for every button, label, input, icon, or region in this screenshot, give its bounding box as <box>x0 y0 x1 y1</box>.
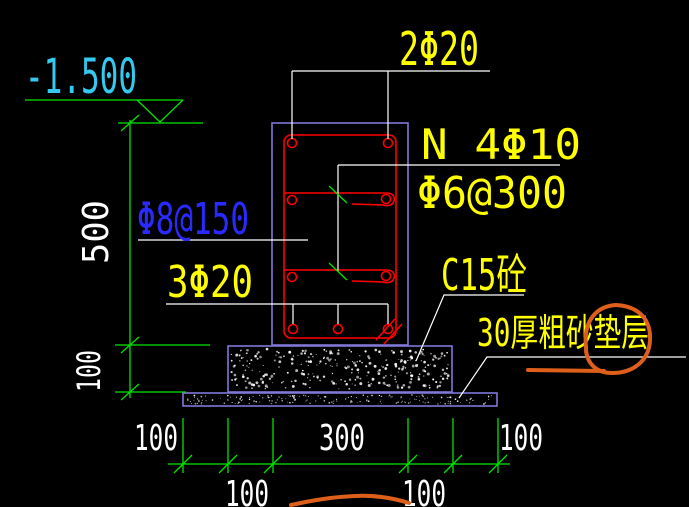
footing-concrete-speckle <box>230 347 450 390</box>
bottom-bar-section <box>287 323 299 335</box>
footing-outline <box>227 345 453 393</box>
left-dimension-lines <box>115 114 210 401</box>
top-bars-label: 2Φ20 <box>399 22 479 76</box>
bottom-bars-label: 3Φ20 <box>167 257 253 308</box>
bedding-layer-leader <box>458 356 686 399</box>
waist-bar-tie-upper <box>284 192 396 207</box>
bottom-bar-section <box>332 323 344 335</box>
dim-bottom-right-outer: 100 <box>499 418 543 459</box>
top-bars-leader-drops <box>291 71 389 139</box>
dim-bottom-center: 300 <box>319 418 365 459</box>
text-labels: -1.500 2Φ20 N 4Φ10 Φ6@300 Φ8@150 3Φ20 C1… <box>25 22 649 355</box>
bottom-bar-hook-marks <box>375 318 403 345</box>
bottom-bar-section <box>382 323 394 335</box>
beam-outline <box>271 122 409 346</box>
markup-underline-swoosh <box>289 493 411 507</box>
leader-lines <box>138 70 686 399</box>
waist-bars-label: N 4Φ10 <box>421 120 581 169</box>
bottom-dimension-lines <box>168 418 510 474</box>
waist-bar-section <box>380 193 392 205</box>
bottom-bars-leader <box>166 303 389 324</box>
waist-bar-tie-lower <box>284 269 396 284</box>
dim-footing-thickness: 100 <box>70 350 108 392</box>
waist-bar-section <box>380 270 392 282</box>
footing-concrete-label: C15砼 <box>441 250 527 301</box>
waist-bar-section <box>286 271 298 283</box>
elevation-level-symbol <box>25 99 203 124</box>
stirrups-label: Φ8@150 <box>137 194 249 245</box>
dim-bottom-left-inner: 100 <box>225 474 269 507</box>
elevation-label: -1.500 <box>25 49 137 105</box>
waist-bars-leader <box>337 164 560 271</box>
sand-cushion-outline <box>182 392 498 407</box>
hand-markup <box>289 302 653 507</box>
sand-cushion-speckle <box>187 394 492 405</box>
waist-bar-section <box>286 194 298 206</box>
tie-bars-label: Φ6@300 <box>417 168 567 219</box>
dim-beam-height: 500 <box>76 200 117 264</box>
footing-concrete-leader <box>415 294 524 362</box>
dim-bottom-left-outer: 100 <box>134 418 178 459</box>
bedding-layer-label: 30厚粗砂垫层 <box>477 311 649 355</box>
stirrup-outline <box>283 134 397 339</box>
waist-bar-leader-tick-marks <box>328 185 348 281</box>
dimension-texts: 500 100 100 100 300 100 100 <box>70 200 543 507</box>
top-bar-section <box>382 137 394 149</box>
top-bar-section <box>286 137 298 149</box>
markup-ellipse-tail <box>526 368 606 373</box>
